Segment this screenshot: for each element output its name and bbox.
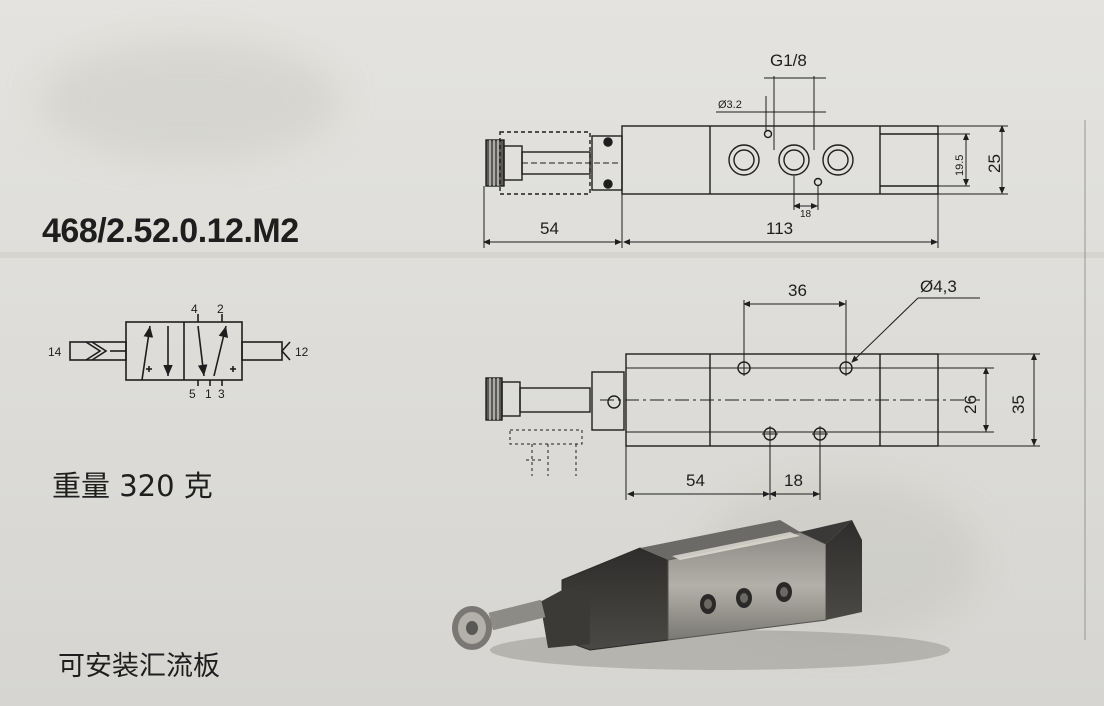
pilot-head: [591, 371, 625, 431]
pitch-dimension-small: 18: [800, 209, 812, 220]
paper-shade: [40, 40, 340, 160]
page-edge-line: [1084, 120, 1086, 640]
top-view: [483, 76, 1008, 248]
port-label-14: 14: [48, 345, 62, 359]
port-label-1: 1: [205, 387, 212, 401]
height-dimension-total: 25: [985, 154, 1004, 173]
weight-label: 重量 320 克: [52, 469, 213, 503]
port-circles: [728, 144, 854, 176]
manual-override-knob: [485, 139, 523, 187]
length-dimension-body: 113: [766, 219, 793, 238]
connector-outline-dashed: [509, 429, 583, 476]
length-dimension-actuator: 54: [686, 471, 705, 490]
pneumatic-symbol: [69, 314, 291, 386]
port-label-4: 4: [191, 302, 198, 316]
port-label-12: 12: [295, 345, 309, 359]
valve-positions: [125, 314, 243, 386]
small-hole: [763, 129, 773, 139]
port-label-2: 2: [217, 302, 224, 316]
actuator-right: [241, 341, 291, 361]
height-dimension-small: 19.5: [954, 155, 966, 176]
screw-icon: [603, 179, 613, 189]
pitch-dimension: 18: [784, 471, 803, 490]
model-number: 468/2.52.0.12.M2: [42, 212, 299, 250]
solenoid-stem: [519, 387, 591, 413]
length-dimension-actuator: 54: [540, 219, 559, 238]
height-dimension-total: 35: [1009, 395, 1028, 414]
valve-product-photo: [452, 520, 950, 670]
mounting-holes: [736, 360, 854, 442]
actuator-left: [69, 341, 127, 361]
port-label-3: 3: [218, 387, 225, 401]
height-dimension-inner: 26: [961, 395, 980, 414]
hole-diameter-dimension: Ø4,3: [920, 277, 957, 296]
screw-icon: [607, 395, 621, 409]
bleed-through-band: [0, 252, 1104, 258]
hole-diameter-small: Ø3.2: [718, 99, 742, 111]
port-label-5: 5: [189, 387, 196, 401]
side-view: [485, 297, 1040, 500]
hole-spacing-dimension: 36: [788, 281, 807, 300]
manifold-note: 可安装汇流板: [58, 651, 220, 682]
screw-icon: [603, 137, 613, 147]
thread-dimension: G1/8: [770, 51, 807, 70]
manual-override-knob: [485, 377, 521, 421]
valve-body-top: [621, 125, 939, 195]
small-hole: [813, 177, 823, 187]
